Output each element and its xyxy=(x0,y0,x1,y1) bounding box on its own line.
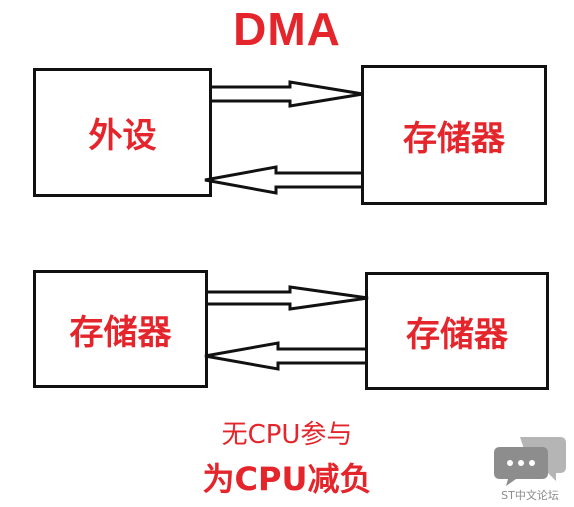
memory-label-bottom-right: 存储器 xyxy=(406,314,508,355)
watermark-text: ST中文论坛 xyxy=(501,489,559,502)
arrow-left-bottom xyxy=(204,341,365,371)
memory-box-bottom-left: 存储器 xyxy=(33,270,208,388)
arrow-right-bottom xyxy=(208,285,369,311)
memory-box-bottom-right: 存储器 xyxy=(365,272,549,390)
note-no-cpu: 无CPU参与 xyxy=(221,420,353,450)
peripheral-box: 外设 xyxy=(33,68,212,197)
diagram-title: DMA xyxy=(233,3,341,55)
arrow-right-top xyxy=(212,80,364,108)
chat-bubbles-icon xyxy=(494,437,566,486)
note-reduce-cpu: 为CPU减负 xyxy=(202,460,372,498)
peripheral-label: 外设 xyxy=(88,116,157,156)
memory-label-top: 存储器 xyxy=(403,118,505,159)
memory-label-bottom-left: 存储器 xyxy=(69,312,172,353)
arrow-left-top xyxy=(204,165,361,195)
watermark: ST中文论坛 xyxy=(490,431,570,503)
memory-box-top: 存储器 xyxy=(361,65,547,205)
